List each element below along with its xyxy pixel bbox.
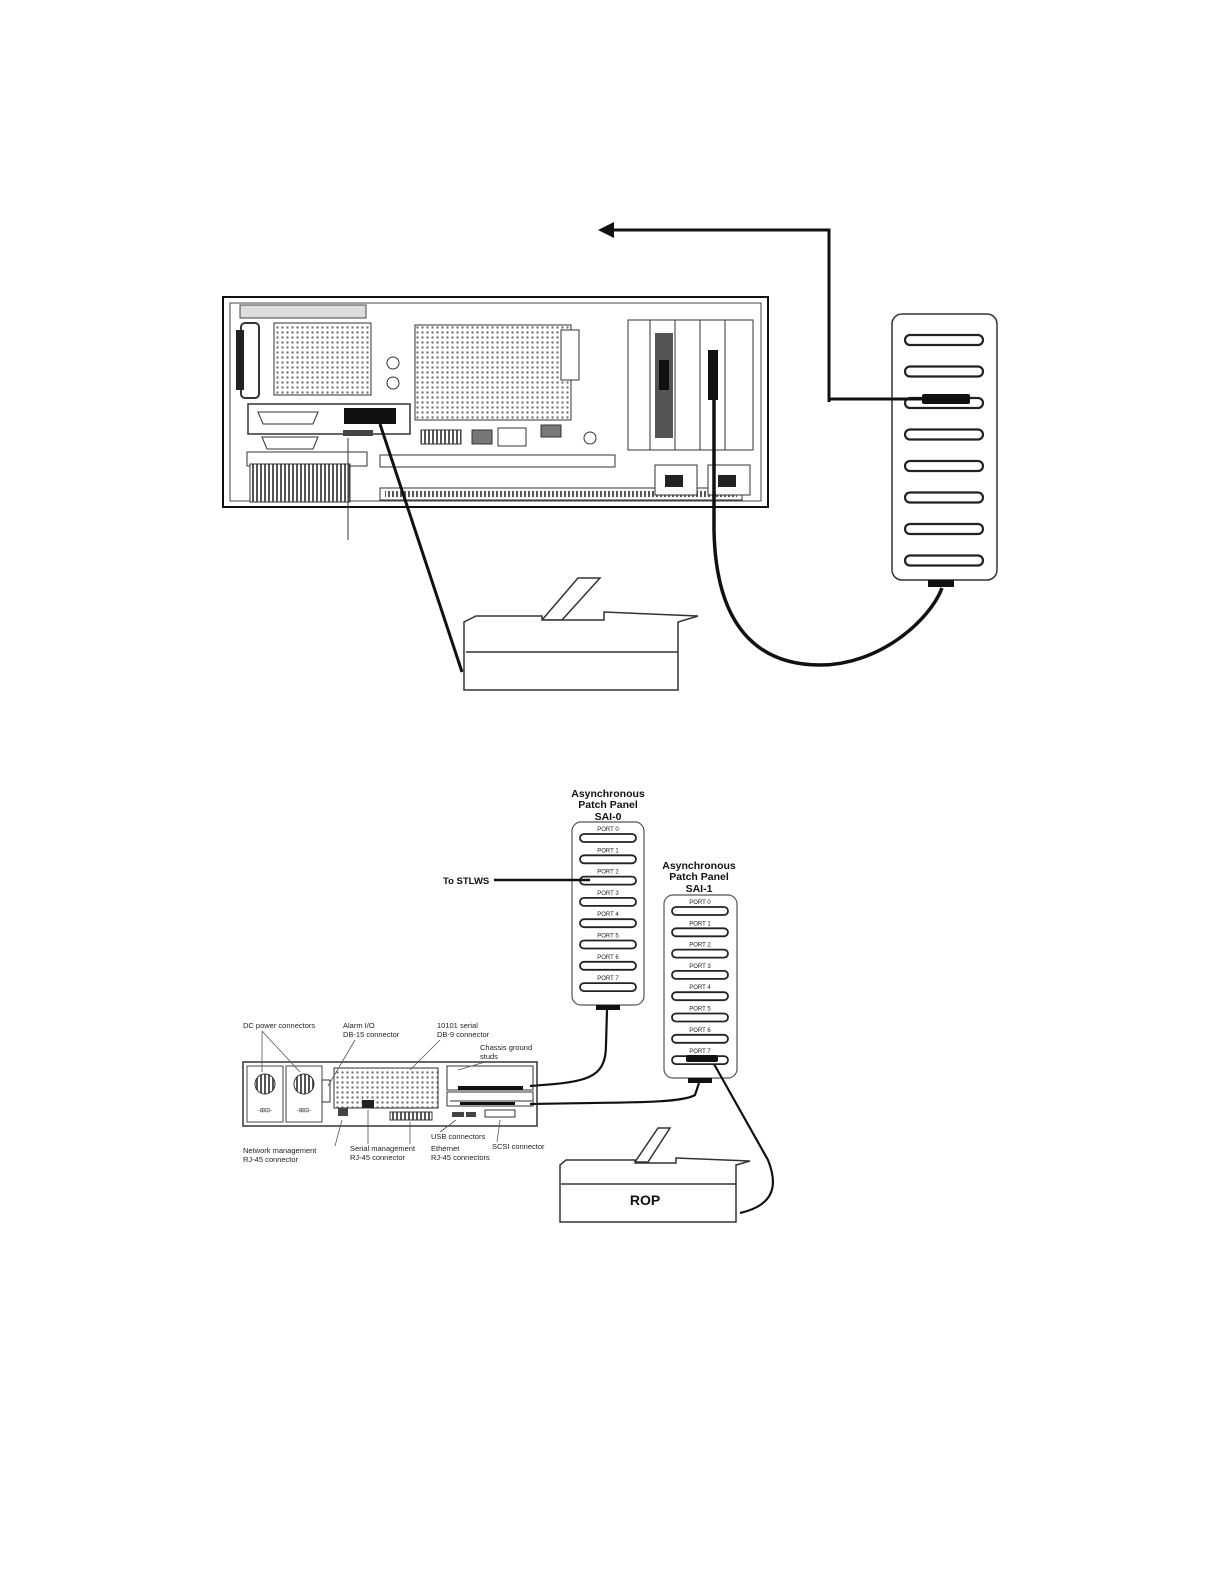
label-sermgmt-1: Serial management <box>350 1144 416 1153</box>
sai0-port-connector <box>579 960 637 971</box>
sai0-port-label: PORT 4 <box>597 912 619 918</box>
sai1-port-label: PORT 6 <box>689 1028 711 1034</box>
sai0-port-label: PORT 6 <box>597 955 619 961</box>
label-serial-1: 10101 serial <box>437 1021 478 1030</box>
patch-panel-connector <box>903 491 985 504</box>
lower-diagram: Asynchronous Patch Panel SAI-0 PORT 0POR… <box>242 788 775 1223</box>
sai1-port-connector <box>671 1033 729 1044</box>
server-rear-lower: -⊞⊟- -⊞⊟- <box>242 1061 538 1127</box>
sai1-port-connector <box>671 906 729 916</box>
label-scsi: SCSI connector <box>492 1142 545 1151</box>
server-rear-panel <box>222 296 769 540</box>
label-serial-2: DB-9 connector <box>437 1030 490 1039</box>
sai0-title-line1: Asynchronous <box>571 788 645 800</box>
patch-panel-connector <box>903 554 985 567</box>
sai1-port-label: PORT 2 <box>689 943 711 949</box>
sai0-port-label: PORT 5 <box>597 934 619 940</box>
sai0-port-connector <box>579 982 637 992</box>
label-alarm-1: Alarm I/O <box>343 1021 375 1030</box>
patch-panel-connector <box>903 365 985 378</box>
sai1-port-connector <box>671 970 729 980</box>
printer-upper <box>463 577 699 691</box>
label-dc-power: DC power connectors <box>243 1021 315 1030</box>
sai1-port-connector <box>671 927 729 938</box>
patch-panel-sai1: PORT 0 PORT 1 PORT 2 PORT 3 PORT 4 PORT 5 PORT… <box>663 894 738 1083</box>
patch-panel-connector <box>903 459 985 473</box>
sai0-port-label: PORT 7 <box>597 976 619 982</box>
sai0-title-line3: SAI-0 <box>595 811 622 823</box>
sai0-port-connector <box>579 939 637 950</box>
patch-panel-upper <box>829 313 998 587</box>
patch-panel-sai0: PORT 0 PORT 1 PORT 2 PORT 3 PORT 4 PORT 5 PORT… <box>571 821 645 1010</box>
sai0-port-connector <box>579 854 637 865</box>
sai0-port-connector <box>579 897 637 907</box>
label-sermgmt-2: RJ-45 connector <box>350 1153 406 1162</box>
svg-text:-⊞⊟-: -⊞⊟- <box>297 1108 311 1114</box>
sai1-title-line2: Patch Panel <box>669 871 729 883</box>
label-netmgmt-1: Network management <box>243 1146 317 1155</box>
to-stlws-label: To STLWS <box>443 876 489 887</box>
sai1-port-connector <box>671 948 729 959</box>
label-ethernet-1: Ethernet <box>431 1144 460 1153</box>
upper-diagram <box>222 222 998 691</box>
sai0-port-connector <box>579 875 637 886</box>
sai1-title-line3: SAI-1 <box>686 883 713 895</box>
rop-label: ROP <box>630 1192 660 1208</box>
label-chassis-2: studs <box>480 1052 498 1061</box>
cable-sai1-to-rop <box>713 1063 775 1215</box>
sai1-port-label: PORT 0 <box>689 900 711 906</box>
cable-server-to-sai1 <box>529 1082 701 1106</box>
sai1-port-connector <box>671 1012 729 1023</box>
sai1-port-label: PORT 5 <box>689 1007 711 1013</box>
sai1-port-label: PORT 7 <box>689 1049 711 1055</box>
sai0-title-line2: Patch Panel <box>578 799 638 811</box>
sai0-port-connector <box>579 918 637 929</box>
patch-panel-connector <box>903 333 985 347</box>
sai1-port-connector <box>671 991 729 1002</box>
patch-panel-connector <box>903 428 985 441</box>
leader-lines <box>261 1030 501 1147</box>
label-netmgmt-2: RJ-45 connector <box>243 1155 299 1164</box>
rop-printer: ROP <box>559 1127 751 1223</box>
sai0-port-label: PORT 2 <box>597 870 619 876</box>
sai0-port-label: PORT 1 <box>597 848 619 854</box>
label-usb: USB connectors <box>431 1132 485 1141</box>
sai1-port-label: PORT 1 <box>689 921 711 927</box>
label-ethernet-2: RJ-45 connectors <box>431 1153 490 1162</box>
sai0-port-connector <box>579 833 637 843</box>
arrow-to-workstation <box>598 222 831 402</box>
cable-server-to-printer <box>378 423 464 673</box>
sai0-port-label: PORT 0 <box>597 827 619 833</box>
cable-pci-to-patch-panel <box>712 400 944 667</box>
label-alarm-2: DB-15 connector <box>343 1030 400 1039</box>
sai1-port-label: PORT 3 <box>689 964 711 970</box>
patch-panel-connector <box>903 522 985 536</box>
sai1-title-line1: Asynchronous <box>662 860 736 872</box>
sai1-port-label: PORT 4 <box>689 985 711 991</box>
cable-server-to-sai0 <box>529 1009 609 1088</box>
label-chassis-1: Chassis ground <box>480 1043 532 1052</box>
sai0-port-label: PORT 3 <box>597 891 619 897</box>
svg-text:-⊞⊟-: -⊞⊟- <box>258 1108 272 1114</box>
